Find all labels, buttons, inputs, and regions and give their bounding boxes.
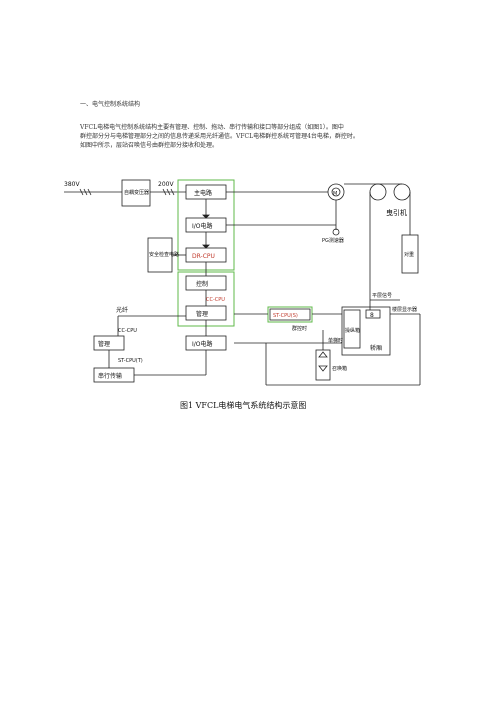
paragraph-line: 群控部分分与电梯管理部分之间的信息传递采用光纤通信。VFCL电梯群控系统可管理4… [80,133,359,140]
transformer-box [121,179,151,207]
car-panel-box [343,309,361,349]
label-management: 管理 [196,310,208,318]
label-group: 群控时 [292,325,307,332]
body-paragraph: VFCL电梯电气控制系统结构主要有管理、控制、拖动、串行传输和接口等部分组成（如… [80,123,435,150]
label-floor-display: 楼层显示器 [392,306,417,313]
label-safety: 安全检查电路 [149,251,179,258]
label-stcpu-s: ST-CPU(S) [273,313,298,319]
label-motor: M [333,191,337,197]
system-diagram: 380V 200V 自耦变压器 主电路 I/O电路 DR-CPU 安全检查电路 … [60,170,440,404]
label-control: 控制 [196,280,208,288]
label-counterweight: 对重 [404,251,414,258]
call-box [315,349,331,381]
label-cccpu-box: CC-CPU [206,297,225,303]
label-serial: 串行传输 [98,372,122,380]
label-traction: 曳引机 [386,208,407,217]
label-call-box: 召唤箱 [332,365,347,372]
label-main-circuit: 主电路 [194,189,212,197]
paragraph-line: 如图中所示，层站召唤信号由群控部分接收和处理。 [80,142,219,149]
label-io-bottom: I/O电路 [192,340,213,348]
car-display-box [365,309,381,319]
counterweight-box [401,234,419,274]
section-heading: 一、电气控制系统结构 [80,101,141,108]
label-pg: PG测速器 [322,237,344,244]
pg-sensor [332,228,340,236]
label-380v: 380V [64,181,80,188]
label-level-signal: 平层信号 [372,292,392,299]
label-single: 单梯时 [328,337,343,344]
label-transformer: 自耦变压器 [124,189,149,196]
label-io-top: I/O电路 [192,222,213,230]
figure-caption: 图1 VFCL电梯电气系统结构示意图 [180,401,307,410]
label-car: 轿厢 [370,344,382,352]
label-cccpu-left: CC-CPU [118,328,137,334]
label-drcpu: DR-CPU [192,253,215,260]
car-frame [341,306,391,356]
label-200v: 200V [158,181,174,188]
stcpu-s-frame [267,306,313,323]
label-car-panel: 操纵箱 [345,327,360,334]
label-stcpu-t: ST-CPU(T) [118,358,143,364]
label-car-display: 8 [370,312,374,319]
paragraph-line: VFCL电梯电气控制系统结构主要有管理、控制、拖动、串行传输和接口等部分组成（如… [80,124,344,131]
label-management-left: 管理 [98,340,110,348]
label-fiber: 光纤 [116,306,128,314]
